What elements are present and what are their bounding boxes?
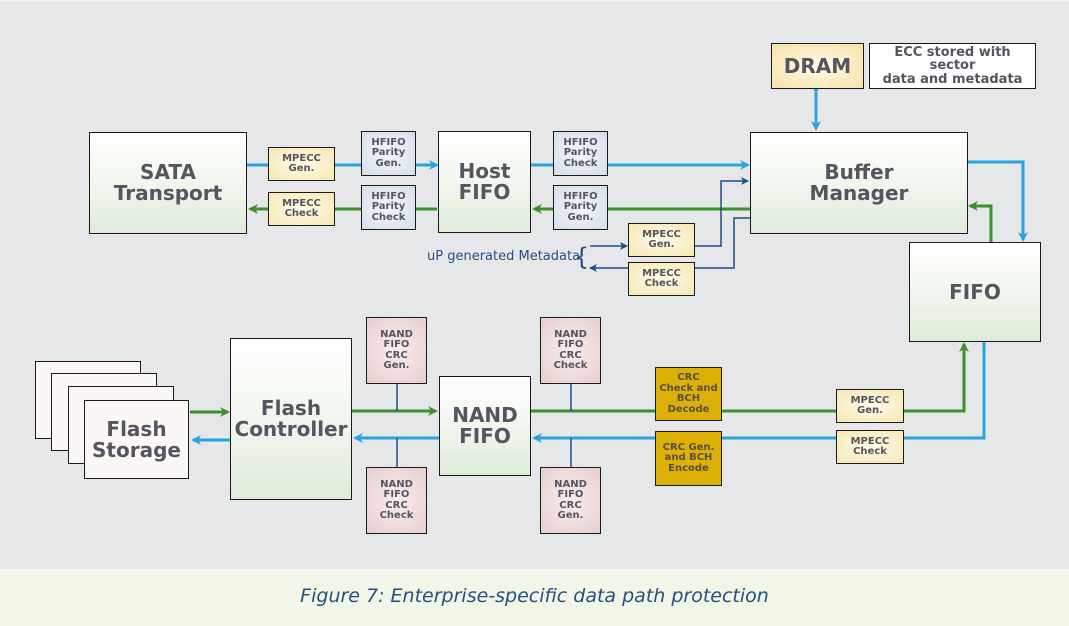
flash-controller-block: Flash Controller: [230, 338, 352, 500]
metadata-brace: {: [574, 243, 590, 271]
fifo-mpecc-check: MPECC Check: [836, 430, 904, 464]
meta-mpecc-check: MPECC Check: [628, 262, 695, 296]
wire-meta-gen-to-buffer: [694, 177, 749, 247]
figure-caption: Figure 7: Enterprise-specific data path …: [300, 585, 769, 607]
buffer-manager-block: Buffer Manager: [750, 132, 968, 234]
ecc-note: ECC stored with sector data and metadata: [869, 43, 1036, 89]
crc-check-bch-decode: CRC Check and BCH Decode: [655, 367, 722, 421]
fifo-block: FIFO: [909, 242, 1041, 342]
nand-crc-gen-left: NAND FIFO CRC Gen.: [366, 317, 427, 384]
hfifo-parity-gen-out: HFIFO Parity Gen.: [553, 185, 608, 230]
hfifo-parity-check-out: HFIFO Parity Check: [361, 185, 416, 230]
hfifo-parity-check-in: HFIFO Parity Check: [553, 131, 608, 176]
wire-fifo-to-nandfifo: [532, 341, 986, 443]
nand-fifo-block: NAND FIFO: [439, 376, 531, 476]
hfifo-parity-gen-in: HFIFO Parity Gen.: [361, 131, 416, 176]
nand-crc-check-left: NAND FIFO CRC Check: [366, 467, 427, 534]
dram-block: DRAM: [771, 43, 864, 89]
meta-mpecc-gen: MPECC Gen.: [628, 223, 695, 257]
flash-storage-block: Flash Storage: [84, 400, 189, 479]
fifo-mpecc-gen: MPECC Gen.: [836, 389, 904, 423]
host-fifo-block: Host FIFO: [438, 131, 531, 233]
metadata-label: uP generated Metadata: [427, 249, 581, 264]
sata-transport-block: SATA Transport: [89, 132, 247, 234]
crc-gen-bch-encode: CRC Gen. and BCH Encode: [655, 431, 722, 486]
sata-mpecc-gen: MPECC Gen.: [268, 147, 335, 181]
nand-crc-gen-right: NAND FIFO CRC Gen.: [540, 467, 601, 534]
sata-mpecc-check: MPECC Check: [268, 192, 335, 226]
wire-fifo-to-buffer: [968, 201, 993, 243]
wire-buffer-to-fifo: [967, 160, 1028, 242]
nand-crc-check-right: NAND FIFO CRC Check: [540, 317, 601, 384]
wire-buffer-to-meta-check: [694, 217, 750, 269]
